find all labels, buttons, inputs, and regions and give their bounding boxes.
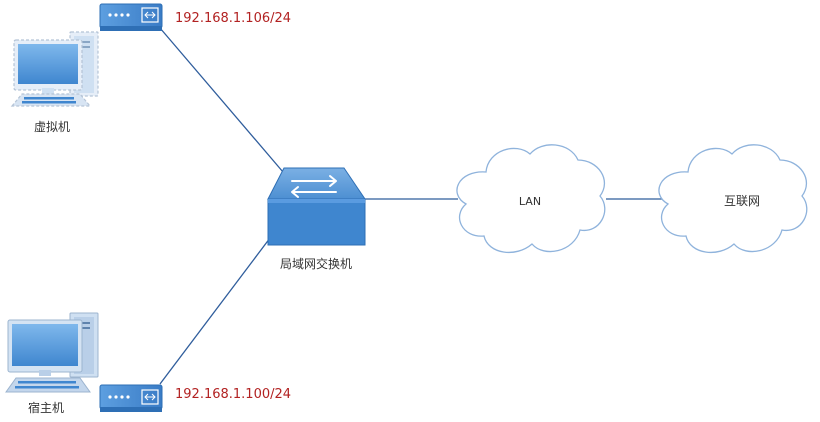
computer-icon bbox=[5, 312, 99, 393]
link-host-nic-to-switch bbox=[159, 237, 271, 385]
cloud-icon bbox=[456, 144, 606, 254]
switch-label: 局域网交换机 bbox=[280, 256, 352, 271]
link-vm-nic-to-switch bbox=[159, 27, 284, 173]
network-adapter-icon bbox=[99, 3, 163, 31]
cloud-icon bbox=[658, 144, 808, 254]
switch-icon bbox=[267, 167, 366, 246]
lan-label: LAN bbox=[519, 195, 541, 208]
vm-ip-address: 192.168.1.106/24 bbox=[175, 11, 291, 26]
network-adapter-icon bbox=[99, 384, 163, 412]
host-ip-address: 192.168.1.100/24 bbox=[175, 387, 291, 402]
host-label: 宿主机 bbox=[28, 400, 64, 415]
vm-label: 虚拟机 bbox=[34, 120, 70, 134]
links bbox=[159, 27, 670, 385]
internet-label: 互联网 bbox=[724, 194, 760, 208]
virtual-computer-icon bbox=[10, 31, 99, 107]
